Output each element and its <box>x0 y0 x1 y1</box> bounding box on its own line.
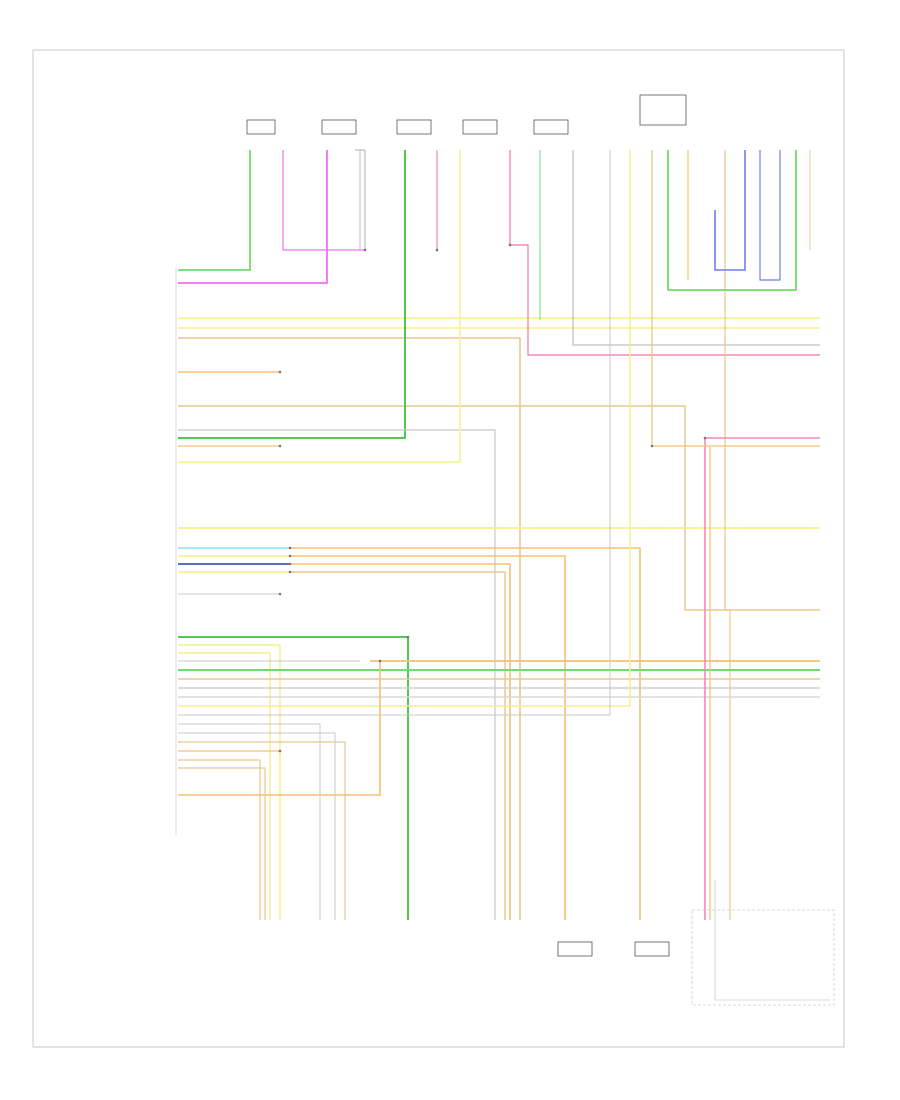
splice-dot <box>378 659 382 663</box>
splice-dot <box>278 370 282 374</box>
wire-orange <box>178 661 381 796</box>
wire-yellow <box>178 150 461 463</box>
top-component-box <box>462 119 498 135</box>
wire-green <box>178 150 251 271</box>
instrument-cluster-box <box>691 909 835 1006</box>
wire-grey <box>178 150 611 716</box>
splice-dot <box>288 554 292 558</box>
diagram-frame <box>32 49 845 1048</box>
wire-grey <box>178 429 496 920</box>
wire-tan <box>178 405 820 611</box>
wire-grey <box>714 880 830 1001</box>
top-component-box <box>246 119 276 135</box>
wire-orange <box>709 445 820 920</box>
splice-dot <box>363 248 367 252</box>
wire-yellow <box>178 150 631 707</box>
top-component-box <box>321 119 357 135</box>
wire-orange <box>290 563 511 920</box>
wire-pink <box>509 150 820 356</box>
wire-orange <box>290 547 641 920</box>
wire-yellow <box>178 644 281 920</box>
wire-tan <box>290 571 506 920</box>
top-component-box <box>639 94 687 126</box>
splice-dot <box>288 546 292 550</box>
wire-layer <box>178 149 830 1001</box>
bottom-component-box <box>557 941 593 957</box>
wire-green <box>667 150 797 291</box>
wire-tan <box>178 767 266 920</box>
wire-tan <box>178 759 261 920</box>
wire-grey <box>178 723 321 920</box>
wire-yellow <box>178 652 271 920</box>
splice-dot <box>508 243 512 247</box>
wire-blue <box>759 150 781 281</box>
wire-tan <box>178 741 346 920</box>
splice-dot <box>703 436 707 440</box>
wire-magenta <box>282 150 365 251</box>
wire-tan <box>724 150 731 920</box>
splice-dot <box>288 570 292 574</box>
wire-grey <box>572 150 820 346</box>
wire-grey <box>355 149 366 250</box>
wire-orange <box>290 555 566 920</box>
wire-grey <box>178 732 336 920</box>
wire-magenta <box>178 150 328 284</box>
splice-dot <box>278 749 282 753</box>
splice-dot <box>278 444 282 448</box>
splice-dot <box>435 248 439 252</box>
splice-dot <box>406 635 410 639</box>
splice-dot <box>278 592 282 596</box>
top-component-box <box>396 119 432 135</box>
splice-dot <box>288 562 292 566</box>
top-components <box>246 94 687 135</box>
wire-dark-green <box>178 150 406 439</box>
wire-blue <box>714 150 746 271</box>
splice-dot <box>650 444 654 448</box>
top-component-box <box>533 119 569 135</box>
wire-orange <box>651 150 710 447</box>
wire-tan <box>178 337 521 920</box>
bottom-component-box <box>634 941 670 957</box>
bottom-components <box>557 941 670 957</box>
